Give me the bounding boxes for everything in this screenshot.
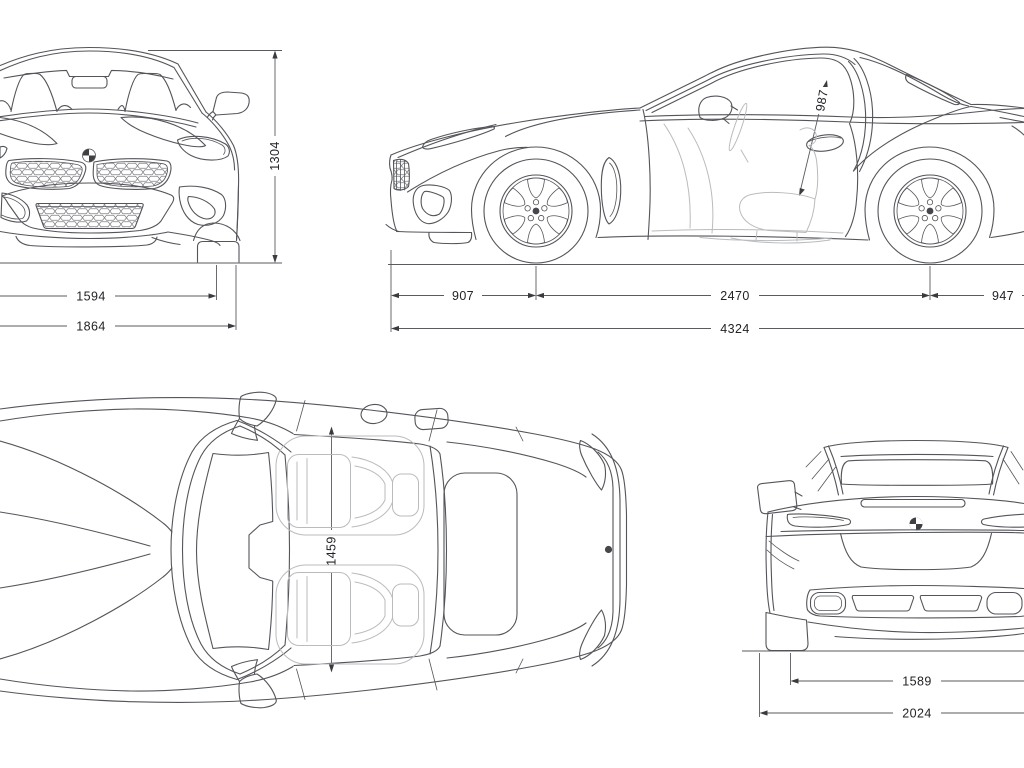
svg-text:2024: 2024 <box>902 707 931 721</box>
svg-text:2470: 2470 <box>720 289 749 303</box>
svg-text:1589: 1589 <box>902 675 931 689</box>
svg-text:4324: 4324 <box>720 322 749 336</box>
svg-text:1459: 1459 <box>325 536 339 565</box>
svg-text:1864: 1864 <box>76 320 105 334</box>
svg-text:1594: 1594 <box>76 290 105 304</box>
svg-text:987: 987 <box>813 88 831 112</box>
svg-text:1304: 1304 <box>268 141 282 170</box>
svg-text:907: 907 <box>452 289 474 303</box>
svg-text:947: 947 <box>992 289 1014 303</box>
